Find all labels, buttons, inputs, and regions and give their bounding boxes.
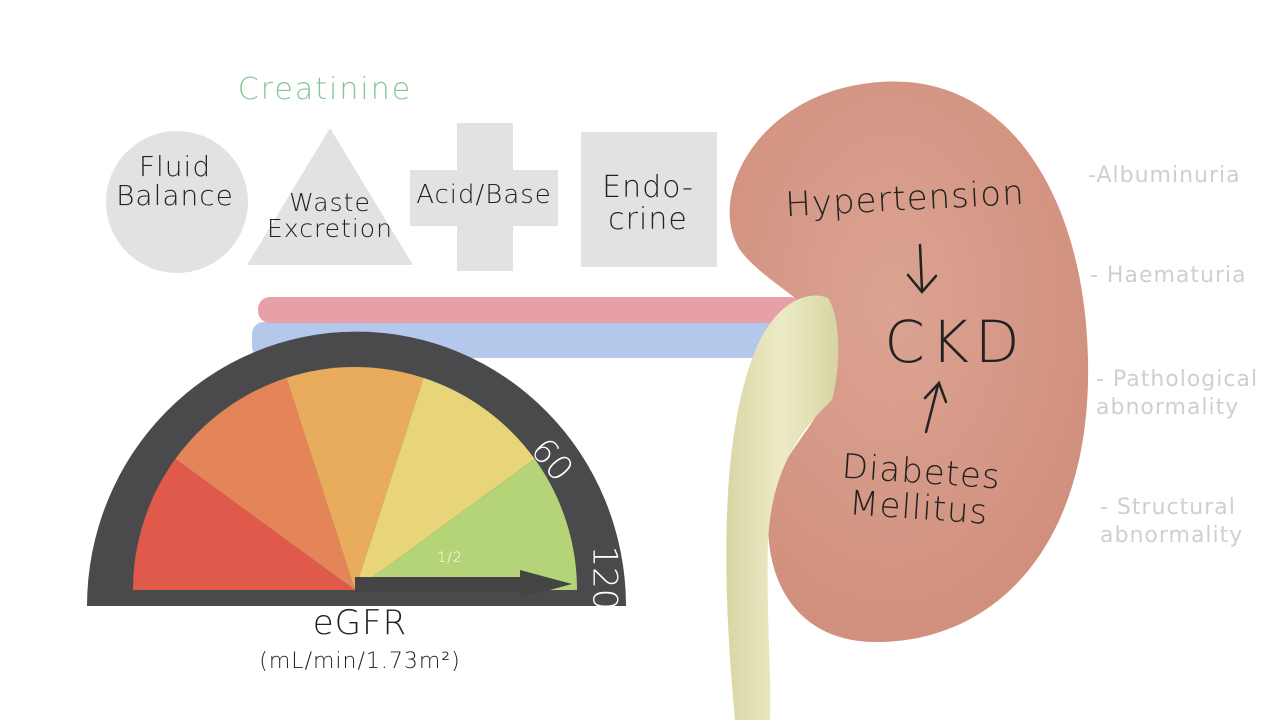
acid-base-cross: [410, 123, 558, 271]
creatinine-label: Creatinine: [237, 72, 413, 107]
gauge-segment-4: [355, 377, 535, 590]
marker-pathological: - Pathological abnormality: [1096, 367, 1259, 420]
egfr-unit-label: (mL/min/1.73m²): [259, 649, 461, 674]
fluid-balance-circle: [106, 131, 248, 273]
waste-excretion-label: Waste Excretion: [267, 188, 393, 244]
gauge-tick-120: 120: [584, 545, 625, 611]
gauge-segment-2: [175, 377, 355, 590]
waste-excretion-triangle: [247, 128, 413, 265]
gauge-segment-1: [133, 458, 355, 590]
needle-label: 1/2: [437, 550, 463, 566]
gauge-segments: [133, 367, 577, 590]
marker-structural: - Structural abnormality: [1100, 495, 1244, 548]
endocrine-label: Endo- crine: [602, 170, 694, 237]
gauge-needle: [355, 570, 572, 598]
fluid-balance-label: Fluid Balance: [116, 150, 234, 213]
egfr-label: eGFR: [312, 603, 408, 643]
gauge-segment-3: [286, 367, 424, 590]
marker-haematuria: - Haematuria: [1090, 263, 1247, 288]
renal-artery: [258, 297, 803, 323]
arrow-down-icon: [906, 243, 938, 294]
ureter: [726, 295, 839, 720]
marker-albuminuria: -Albuminuria: [1088, 163, 1241, 188]
ckd-label: CKD: [884, 308, 1026, 376]
endocrine-square: [581, 132, 717, 267]
kidney-shape: [729, 81, 1089, 643]
arrow-up-icon: [923, 380, 948, 434]
acid-base-label: Acid/Base: [416, 180, 552, 210]
diabetes-label: Diabetes Mellitus: [840, 446, 1002, 533]
gauge-segment-5: [355, 458, 577, 590]
